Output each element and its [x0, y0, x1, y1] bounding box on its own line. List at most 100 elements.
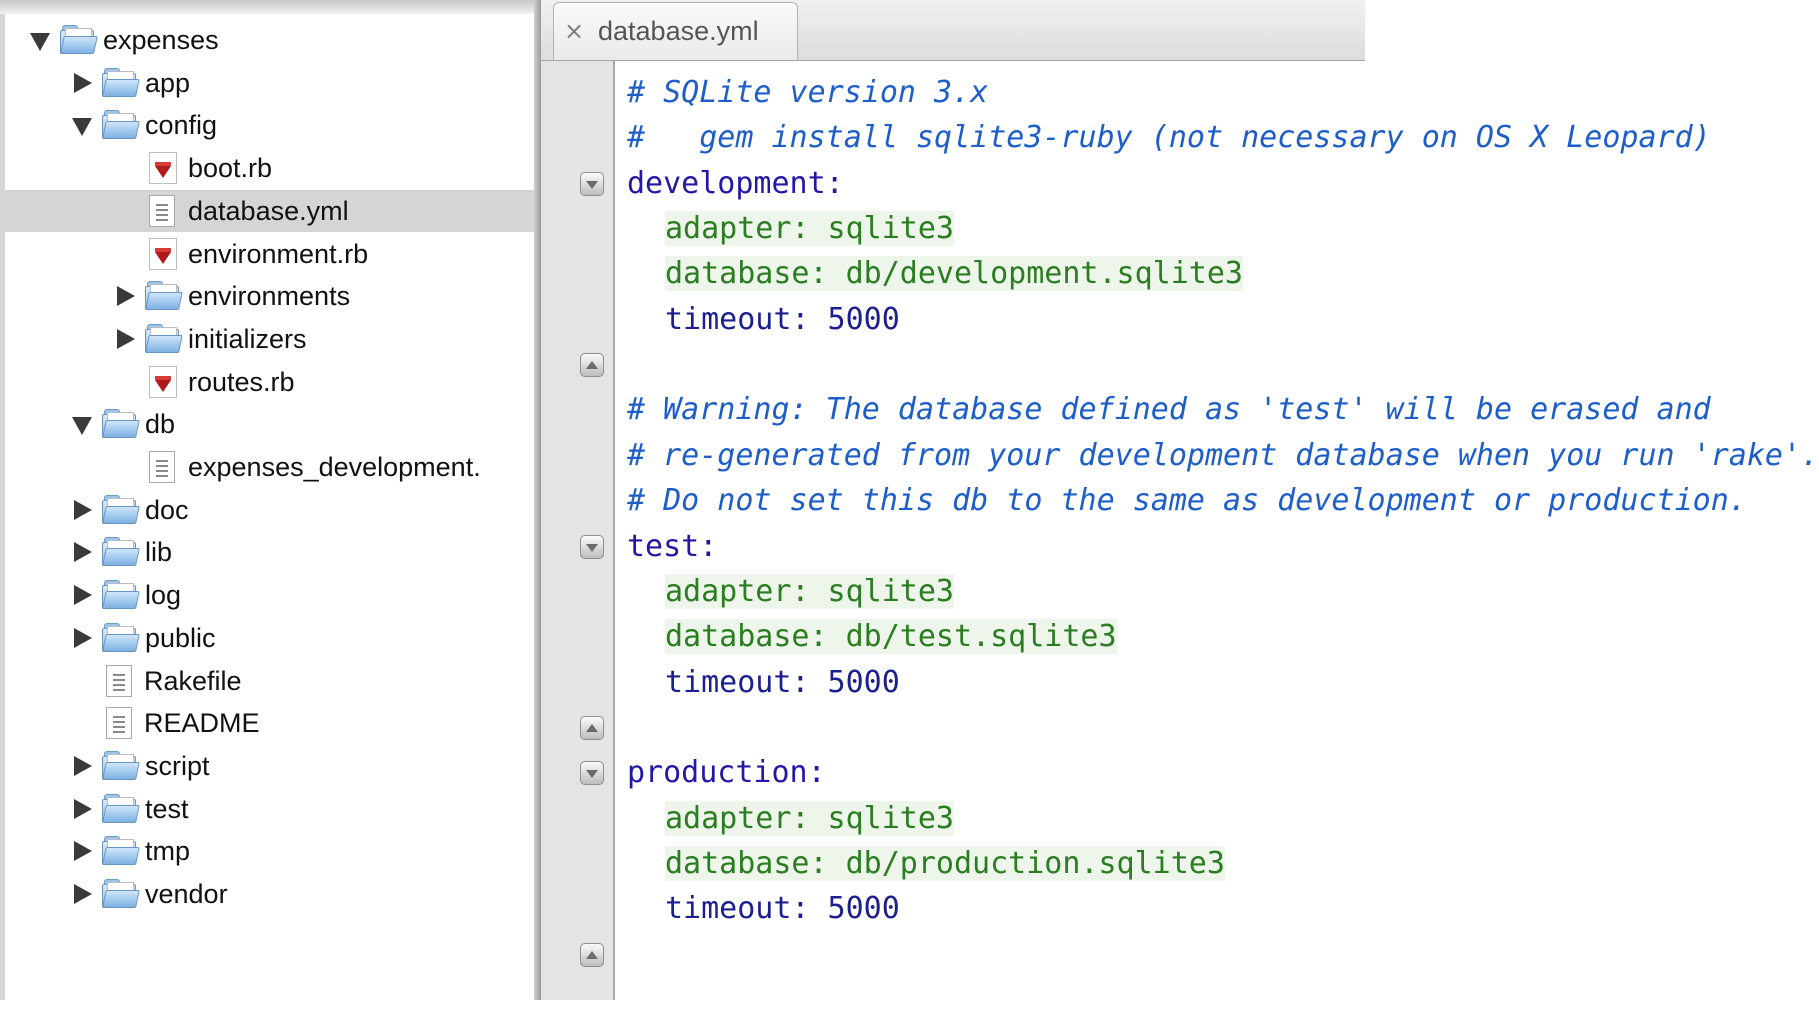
tree-item-label: initializers [188, 323, 307, 354]
code-comment: # re-generated from your development dat… [627, 437, 1819, 473]
tree-item-label: expenses [103, 25, 219, 55]
disclosure-closed-icon[interactable] [74, 72, 92, 93]
drawer-left-edge [0, 14, 5, 1000]
disclosure-closed-icon[interactable] [74, 884, 92, 904]
code-comment: # SQLite version 3.x [627, 75, 989, 110]
tree-item-label: db [145, 409, 176, 440]
close-tab-icon[interactable]: × [564, 17, 585, 45]
tree-item-label: environment.rb [188, 238, 369, 269]
tree-item-label: log [145, 580, 182, 611]
disclosure-closed-icon[interactable] [117, 286, 135, 307]
yaml-setting-line: database: db/production.sqlite3 [665, 842, 1225, 886]
folder-icon [102, 793, 140, 824]
folder-icon [102, 879, 140, 909]
yaml-setting-value: 5000 [809, 664, 900, 700]
tree-row-expenses[interactable]: expenses [5, 19, 534, 61]
editor-gutter [541, 61, 615, 1000]
yaml-setting-value: sqlite3 [809, 211, 954, 247]
folder-icon [102, 409, 140, 439]
tree-item-label: public [145, 622, 216, 653]
tree-row-log[interactable]: log [5, 574, 534, 616]
tree-row-doc[interactable]: doc [5, 489, 534, 531]
tree-row-routes-rb[interactable]: routes.rb [5, 361, 534, 403]
tab-database-yml[interactable]: × database.yml [553, 2, 798, 60]
disclosure-closed-icon[interactable] [74, 627, 92, 648]
yaml-section-key: test: [627, 528, 718, 564]
tree-item-label: config [145, 110, 218, 141]
yaml-setting-value: 5000 [809, 301, 900, 337]
disclosure-open-icon[interactable] [72, 118, 92, 137]
tree-row-tmp[interactable]: tmp [5, 830, 534, 872]
tree-row-expenses-development[interactable]: expenses_development. [5, 446, 534, 488]
disclosure-closed-icon[interactable] [74, 585, 92, 606]
folder-icon [145, 323, 183, 354]
tree-item-label: README [144, 708, 260, 739]
fold-start-icon[interactable] [580, 171, 604, 196]
folder-icon [102, 494, 140, 525]
disclosure-closed-icon[interactable] [74, 499, 92, 520]
drawer-top-edge [0, 0, 540, 14]
tree-item-label: test [145, 793, 189, 824]
code-comment: # Do not set this db to the same as deve… [627, 483, 1747, 519]
tree-row-boot-rb[interactable]: boot.rb [5, 147, 534, 189]
fold-end-icon[interactable] [580, 942, 604, 967]
fold-start-icon[interactable] [580, 761, 604, 786]
text-file-icon [149, 194, 175, 227]
folder-icon [60, 25, 98, 55]
tree-row-environments[interactable]: environments [5, 275, 534, 317]
tree-row-vendor[interactable]: vendor [5, 873, 534, 915]
fold-end-icon[interactable] [580, 715, 604, 740]
tree-row-database-yml[interactable]: database.yml [5, 189, 534, 232]
yaml-setting-value: sqlite3 [809, 573, 954, 609]
yaml-setting-line: timeout: 5000 [665, 887, 900, 931]
tree-item-label: Rakefile [144, 665, 242, 696]
folder-icon [102, 537, 140, 567]
text-file-icon [106, 707, 132, 740]
disclosure-open-icon[interactable] [72, 417, 92, 436]
window-bottom-edge [0, 1000, 1365, 1024]
code-editor[interactable]: # SQLite version 3.x# gem install sqlite… [615, 61, 1819, 1000]
tree-row-lib[interactable]: lib [5, 531, 534, 573]
disclosure-open-icon[interactable] [30, 33, 50, 51]
tree-item-label: doc [145, 494, 189, 525]
tree-item-label: app [145, 67, 191, 98]
tree-item-label: tmp [145, 836, 191, 867]
folder-icon [102, 836, 140, 866]
disclosure-closed-icon[interactable] [117, 328, 135, 349]
tree-row-db[interactable]: db [5, 403, 534, 445]
tree-row-rakefile[interactable]: Rakefile [5, 660, 534, 702]
tree-row-script[interactable]: script [5, 745, 534, 787]
tree-item-label: boot.rb [188, 153, 273, 184]
yaml-setting-key: database: [665, 845, 828, 881]
disclosure-closed-icon[interactable] [74, 798, 92, 819]
tree-row-test[interactable]: test [5, 788, 534, 830]
yaml-setting-key: database: [665, 256, 828, 292]
yaml-setting-line: timeout: 5000 [665, 661, 900, 705]
tree-row-config[interactable]: config [5, 104, 534, 146]
tab-title: database.yml [598, 16, 759, 46]
folder-icon [102, 750, 140, 781]
yaml-setting-line: adapter: sqlite3 [665, 570, 954, 614]
ruby-file-icon [149, 152, 177, 185]
tree-row-app[interactable]: app [5, 62, 534, 104]
fold-end-icon[interactable] [580, 353, 604, 378]
yaml-setting-value: db/production.sqlite3 [827, 845, 1225, 881]
pane-splitter[interactable] [534, 0, 541, 1000]
yaml-setting-line: database: db/test.sqlite3 [665, 615, 1117, 659]
folder-icon [102, 622, 140, 653]
tree-item-label: expenses_development. [188, 452, 481, 482]
tree-row-readme[interactable]: README [5, 702, 534, 744]
yaml-setting-key: timeout: [665, 301, 810, 337]
tree-row-initializers[interactable]: initializers [5, 318, 534, 360]
disclosure-closed-icon[interactable] [74, 755, 92, 776]
project-drawer: expenses app config boot.rb database.yml envi… [0, 0, 541, 1000]
yaml-section-key: production: [627, 755, 826, 791]
tree-item-label: lib [145, 537, 173, 568]
disclosure-closed-icon[interactable] [74, 542, 92, 563]
fold-start-icon[interactable] [580, 534, 604, 559]
tree-row-environment-rb[interactable]: environment.rb [5, 233, 534, 275]
tree-row-public[interactable]: public [5, 617, 534, 659]
yaml-setting-value: db/test.sqlite3 [827, 619, 1117, 655]
tree-item-label: environments [188, 281, 351, 312]
disclosure-closed-icon[interactable] [74, 841, 92, 862]
